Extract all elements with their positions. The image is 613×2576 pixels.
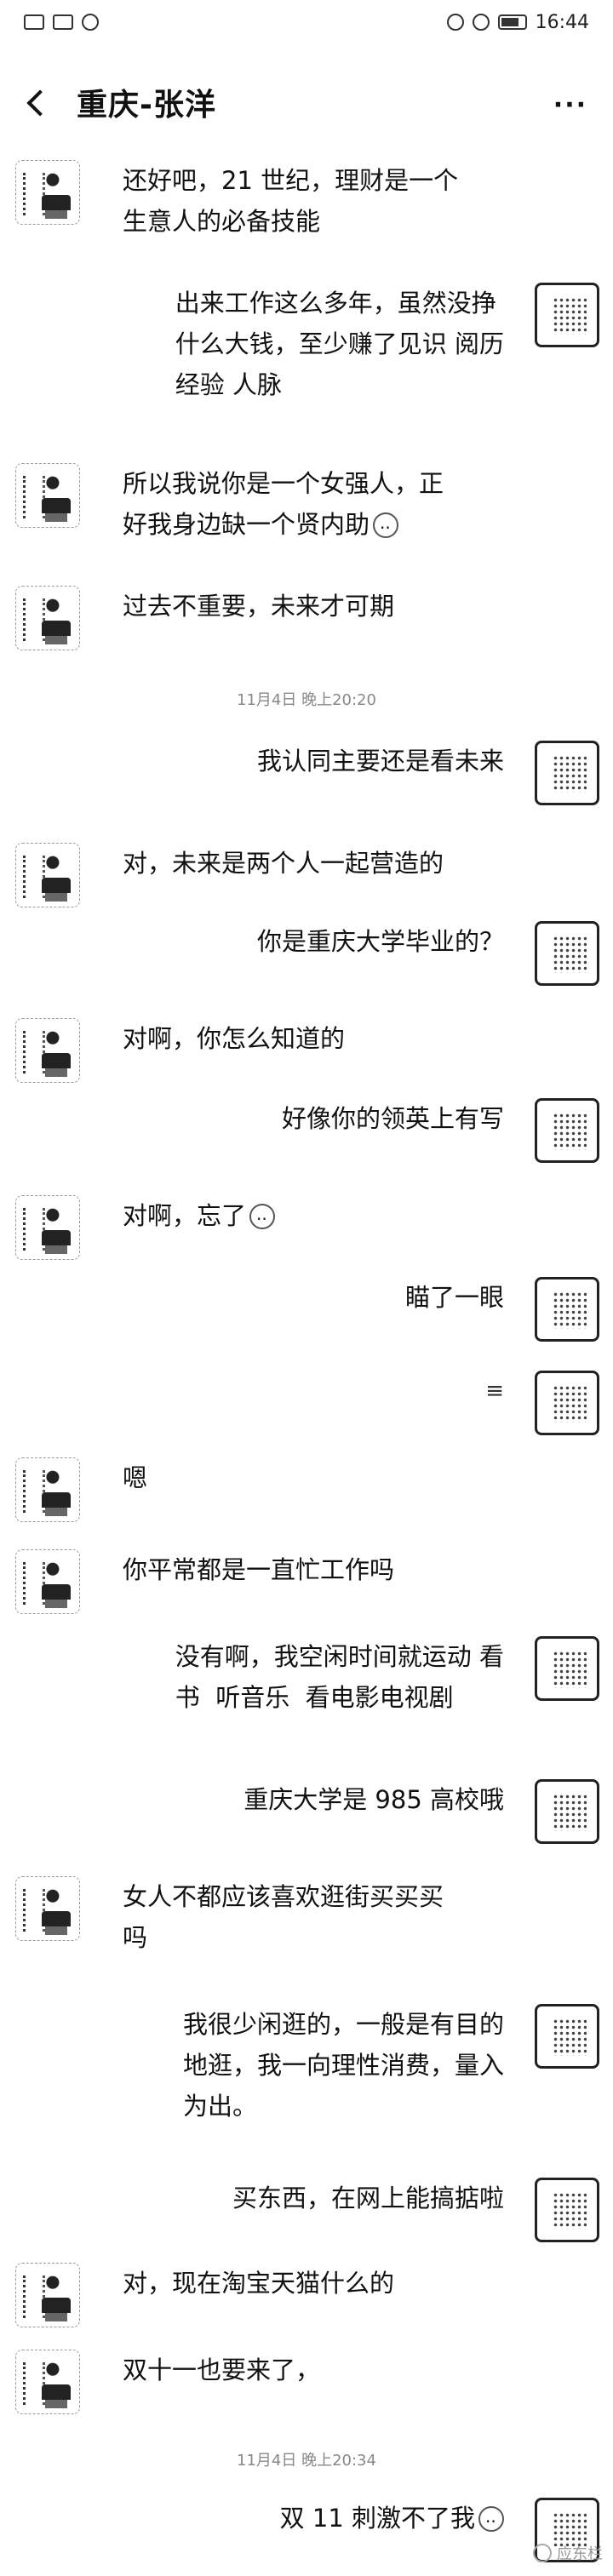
message-row: 我很少闲逛的，一般是有目的 地逛，我一向理性消费，量入 为出。 — [85, 2004, 599, 2127]
wifi-icon — [82, 14, 99, 31]
chat-title: 重庆-张洋 — [77, 88, 216, 123]
message-text: 过去不重要，未来才可期 — [123, 592, 395, 621]
message-row: 所以我说你是一个女强人，正 好我身边缺一个贤内助 — [15, 463, 603, 548]
my-avatar[interactable] — [535, 1098, 599, 1163]
message-text: 对啊，忘了 — [123, 1195, 276, 1239]
contact-avatar[interactable] — [15, 463, 80, 528]
message-row: 过去不重要，未来才可期 — [15, 586, 603, 650]
message-text: 对，现在淘宝天猫什么的 — [123, 2269, 395, 2298]
message-text: 双 11 刺激不了我 — [279, 2498, 504, 2542]
laugh-emoji-icon — [478, 2501, 504, 2542]
message-text: 我很少闲逛的，一般是有目的 地逛，我一向理性消费，量入 为出。 — [182, 2010, 504, 2121]
status-left — [24, 14, 99, 31]
message-row: 你平常都是一直忙工作吗 — [15, 1549, 603, 1614]
message-text: 重庆大学是 985 高校哦 — [243, 1785, 504, 1814]
message-text: 还好吧，21 世纪，理财是一个 生意人的必备技能 — [123, 166, 459, 236]
message-row: 对，未来是两个人一起营造的 — [15, 843, 603, 907]
status-bar: 16:44 — [0, 0, 613, 44]
message-text: 没有啊，我空闲时间就运动 看 书 听音乐 看电影电视剧 — [175, 1642, 504, 1712]
contact-avatar[interactable] — [15, 1457, 80, 1522]
watermark-text: 应东栏 — [557, 2545, 603, 2563]
message-row: 出来工作这么多年，虽然没挣 什么大钱，至少赚了见识 阅历 经验 人脉 — [85, 283, 599, 405]
eye-icon — [446, 14, 464, 31]
message-text: 对啊，你怎么知道的 — [123, 1024, 346, 1053]
my-avatar[interactable] — [535, 1277, 599, 1342]
message-text-body: 双 11 刺激不了我 — [279, 2504, 475, 2533]
timestamp: 11月4日 晚上20:34 — [237, 2452, 376, 2470]
message-text: 瞄了一眼 — [404, 1283, 504, 1312]
my-avatar[interactable] — [535, 283, 599, 347]
message-text: 出来工作这么多年，虽然没挣 什么大钱，至少赚了见识 阅历 经验 人脉 — [175, 289, 504, 399]
message-row: 双十一也要来了， — [15, 2350, 603, 2414]
contact-avatar[interactable] — [15, 160, 80, 225]
smile-emoji-icon — [373, 507, 399, 548]
chevron-left-icon[interactable] — [20, 85, 54, 119]
message-text: 嗯 — [123, 1463, 148, 1492]
message-text-body: 所以我说你是一个女强人，正 好我身边缺一个贤内助 — [123, 469, 444, 539]
contact-avatar[interactable] — [15, 1876, 80, 1941]
chat-header: 重庆-张洋 ··· — [0, 61, 613, 143]
message-text: 你平常都是一直忙工作吗 — [123, 1555, 395, 1584]
message-row: 买东西，在网上能搞掂啦 — [85, 2178, 599, 2242]
contact-avatar[interactable] — [15, 1018, 80, 1083]
message-row: 对啊，你怎么知道的 — [15, 1018, 603, 1083]
signal-icon — [53, 14, 73, 30]
more-dots-icon[interactable]: ··· — [553, 90, 587, 120]
contact-avatar[interactable] — [15, 843, 80, 907]
message-text: 女人不都应该喜欢逛街买买买 吗 — [123, 1882, 444, 1952]
my-avatar[interactable] — [535, 1371, 599, 1435]
message-row: ≡ — [85, 1371, 599, 1435]
status-right: 16:44 — [446, 11, 589, 33]
alarm-icon — [472, 14, 490, 31]
message-text: 好像你的领英上有写 — [281, 1104, 504, 1133]
watermark: 应东栏 — [533, 2542, 603, 2564]
message-row: 双 11 刺激不了我 — [85, 2498, 599, 2562]
sticker-message[interactable]: ≡ — [485, 1378, 504, 1404]
message-text: 你是重庆大学毕业的？ — [256, 927, 504, 956]
my-avatar[interactable] — [535, 921, 599, 986]
message-row: 女人不都应该喜欢逛街买买买 吗 — [15, 1876, 603, 1958]
message-row: 嗯 — [15, 1457, 603, 1522]
message-text: 买东西，在网上能搞掂啦 — [232, 2184, 504, 2212]
message-text: 对，未来是两个人一起营造的 — [123, 849, 444, 878]
contact-avatar[interactable] — [15, 1549, 80, 1614]
my-avatar[interactable] — [535, 741, 599, 805]
my-avatar[interactable] — [535, 2178, 599, 2242]
message-row: 瞄了一眼 — [85, 1277, 599, 1342]
contact-avatar[interactable] — [15, 2350, 80, 2414]
message-text: 我认同主要还是看未来 — [256, 747, 504, 776]
my-avatar[interactable] — [535, 2498, 599, 2562]
battery-icon — [497, 14, 527, 30]
my-avatar[interactable] — [535, 1636, 599, 1701]
sim-icon — [24, 14, 44, 30]
message-text-body: 对啊，忘了 — [123, 1201, 247, 1230]
contact-avatar[interactable] — [15, 586, 80, 650]
timestamp: 11月4日 晚上20:20 — [237, 691, 376, 709]
message-row: 还好吧，21 世纪，理财是一个 生意人的必备技能 — [15, 160, 603, 242]
my-avatar[interactable] — [535, 2004, 599, 2069]
message-row: 没有啊，我空闲时间就运动 看 书 听音乐 看电影电视剧 — [85, 1636, 599, 1718]
message-row: 你是重庆大学毕业的？ — [85, 921, 599, 986]
contact-avatar[interactable] — [15, 2263, 80, 2327]
watermark-logo-icon — [533, 2544, 552, 2562]
message-row: 对啊，忘了 — [15, 1195, 603, 1260]
laugh-emoji-icon — [249, 1199, 276, 1239]
contact-avatar[interactable] — [15, 1195, 80, 1260]
message-row: 重庆大学是 985 高校哦 — [85, 1779, 599, 1844]
message-row: 对，现在淘宝天猫什么的 — [15, 2263, 603, 2327]
status-time: 16:44 — [535, 11, 589, 33]
message-row: 好像你的领英上有写 — [85, 1098, 599, 1163]
message-text: 所以我说你是一个女强人，正 好我身边缺一个贤内助 — [123, 463, 444, 548]
message-row: 我认同主要还是看未来 — [85, 741, 599, 805]
my-avatar[interactable] — [535, 1779, 599, 1844]
message-text: 双十一也要来了， — [123, 2356, 321, 2384]
